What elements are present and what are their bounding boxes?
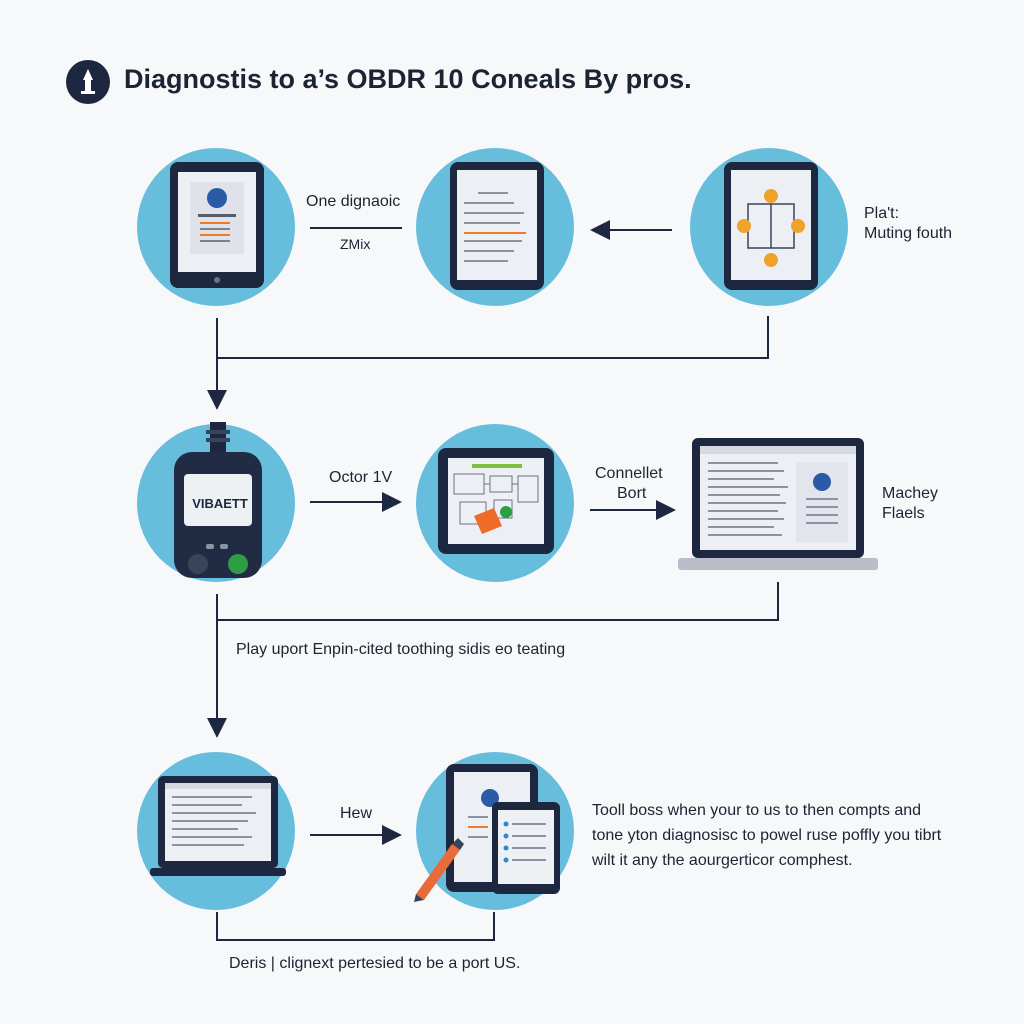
laptop-icon: [678, 438, 878, 570]
obd-scanner-icon: [174, 422, 262, 578]
row2-label-b1: Connellet: [595, 465, 663, 482]
tablet-icon: [724, 162, 818, 290]
row2-label-b2: Bort: [617, 485, 647, 502]
row2-label-a: Octor 1V: [329, 469, 393, 486]
tablet-stack-icon: [414, 764, 560, 902]
tablet-icon: [170, 162, 264, 288]
tablet-icon: [438, 448, 554, 554]
scanner-display-text: VIBAETT: [192, 496, 248, 511]
row3-paragraph: Tooll boss when your to us to then compt…: [592, 798, 941, 873]
tablet-icon: [450, 162, 544, 290]
logo-icon: [66, 60, 110, 104]
row3-paragraph-line-1: Tooll boss when your to us to then compt…: [592, 802, 922, 819]
laptop-icon: [150, 776, 286, 876]
row3-paragraph-line-3: wilt it any the aourgerticor comphest.: [592, 852, 853, 869]
row1-label-b2: Muting fouth: [864, 225, 953, 242]
row2-label-c2: Flaels: [882, 505, 925, 522]
middle-caption: Play uport Enpin-cited toothing sidis eo…: [236, 641, 566, 658]
footer-caption: Deris | clignext pertesied to be a port …: [229, 955, 521, 972]
row1-label-a1: One dignaoic: [306, 193, 401, 210]
pen-icon: [414, 838, 464, 902]
row3-paragraph-line-2: tone yton diagnosisc to powel ruse poffl…: [592, 827, 942, 844]
row2-label-c1: Machey: [882, 485, 939, 502]
page-title: Diagnostis to a’s OBDR 10 Coneals By pro…: [124, 64, 692, 94]
row1-label-b1: Pla't:: [864, 205, 900, 222]
row1-label-a2: ZMix: [340, 236, 371, 252]
row3-label-a: Hew: [340, 805, 373, 822]
